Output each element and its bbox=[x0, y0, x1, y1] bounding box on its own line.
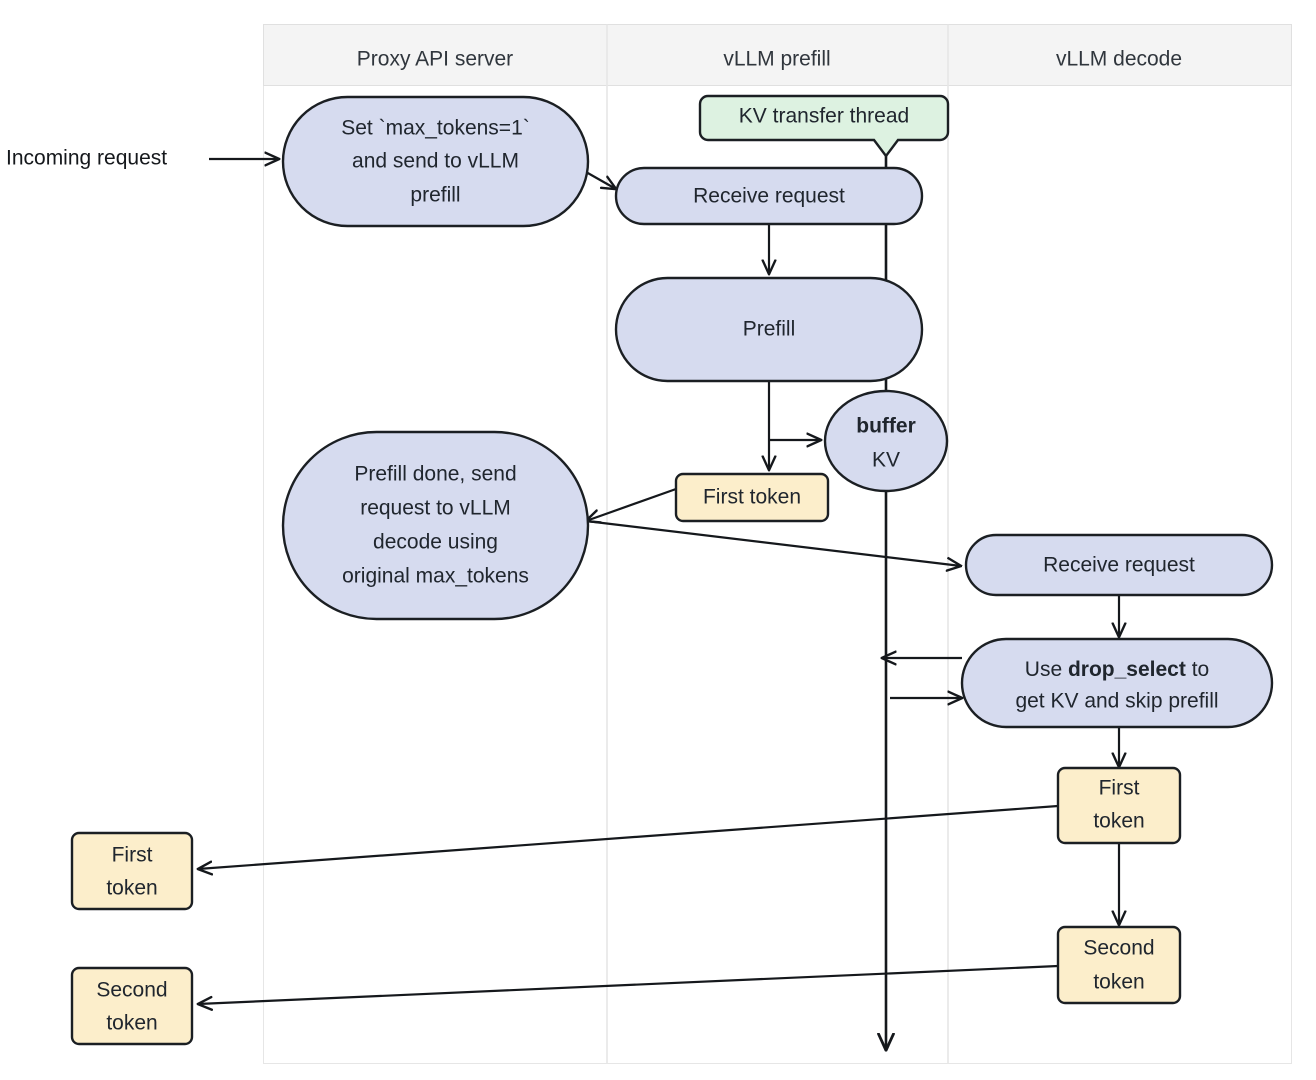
node-shape bbox=[614, 166, 924, 226]
lane-title-proxy: Proxy API server bbox=[357, 48, 513, 71]
node-decode-receive-request[interactable]: Receive request bbox=[964, 533, 1274, 597]
node-decode-drop-select[interactable]: Use drop_select to get KV and skip prefi… bbox=[960, 637, 1274, 729]
node-line-0: Prefill bbox=[743, 318, 796, 341]
node-shape bbox=[698, 94, 950, 158]
node-line-1: get KV and skip prefill bbox=[1015, 690, 1218, 713]
node-line-3: original max_tokens bbox=[342, 565, 529, 588]
node-shape bbox=[674, 472, 830, 523]
node-line-1: and send to vLLM bbox=[352, 150, 519, 173]
node-shape bbox=[1056, 925, 1182, 1005]
lane-title-prefill: vLLM prefill bbox=[723, 48, 830, 71]
node-buffer-kv[interactable]: buffer KV bbox=[823, 389, 949, 493]
node-line-1: token bbox=[106, 877, 157, 900]
node-prefill-prefill[interactable]: Prefill bbox=[614, 276, 924, 383]
node-decode-first-token[interactable]: First token bbox=[1056, 766, 1182, 845]
drop-select-suffix: to bbox=[1186, 658, 1209, 681]
node-shape bbox=[964, 533, 1274, 597]
node-line-1: token bbox=[106, 1012, 157, 1035]
node-line-0: Use drop_select to bbox=[1025, 658, 1209, 681]
node-proxy-set-max-tokens[interactable]: Set `max_tokens=1` and send to vLLM pref… bbox=[281, 95, 590, 228]
node-line-0: Prefill done, send bbox=[354, 463, 516, 486]
node-line-0: Receive request bbox=[1043, 554, 1195, 577]
node-shape bbox=[281, 430, 590, 621]
node-line-0: Receive request bbox=[693, 185, 845, 208]
edge-decode-first-to-proxy-first bbox=[198, 804, 1059, 869]
node-line-0: Set `max_tokens=1` bbox=[341, 117, 530, 140]
node-shape bbox=[960, 637, 1274, 729]
node-line-1: request to vLLM bbox=[360, 497, 511, 520]
node-line-1: token bbox=[1093, 810, 1144, 833]
node-line-0: Second bbox=[96, 979, 167, 1002]
node-line-0: buffer bbox=[856, 415, 916, 438]
edge-set-to-prefill-receive bbox=[585, 171, 616, 189]
node-line-0: Second bbox=[1083, 937, 1154, 960]
node-shape bbox=[70, 966, 194, 1046]
node-prefill-receive-request[interactable]: Receive request bbox=[614, 166, 924, 226]
edge-decode-second-to-proxy-second bbox=[198, 964, 1059, 1004]
node-line-0: First bbox=[112, 844, 153, 867]
node-shape bbox=[614, 276, 924, 383]
drop-select-prefix: Use bbox=[1025, 658, 1068, 681]
node-line-0: KV transfer thread bbox=[739, 105, 909, 128]
node-prefill-first-token[interactable]: First token bbox=[674, 472, 830, 523]
node-line-1: KV bbox=[872, 449, 900, 472]
node-line-0: First bbox=[1099, 777, 1140, 800]
node-shape bbox=[1056, 766, 1182, 845]
node-proxy-second-token[interactable]: Second token bbox=[70, 966, 194, 1046]
node-shape bbox=[281, 95, 590, 228]
node-proxy-first-token[interactable]: First token bbox=[70, 831, 194, 911]
lane-title-decode: vLLM decode bbox=[1056, 48, 1182, 71]
node-kv-transfer-thread[interactable]: KV transfer thread bbox=[698, 94, 950, 158]
node-line-0: First token bbox=[703, 486, 801, 509]
node-line-2: decode using bbox=[373, 531, 498, 554]
incoming-request-label: Incoming request bbox=[6, 147, 167, 170]
node-shape bbox=[70, 831, 194, 911]
node-decode-second-token[interactable]: Second token bbox=[1056, 925, 1182, 1005]
drop-select-keyword: drop_select bbox=[1068, 658, 1186, 681]
swimlane-header-band bbox=[263, 24, 1292, 86]
node-proxy-prefill-done[interactable]: Prefill done, send request to vLLM decod… bbox=[281, 430, 590, 621]
node-line-1: token bbox=[1093, 971, 1144, 994]
node-shape bbox=[823, 389, 949, 493]
edge-prefill-done-to-decode-receive bbox=[585, 519, 961, 566]
edge-first-token-to-prefill-done bbox=[586, 487, 677, 521]
node-line-2: prefill bbox=[410, 184, 460, 207]
